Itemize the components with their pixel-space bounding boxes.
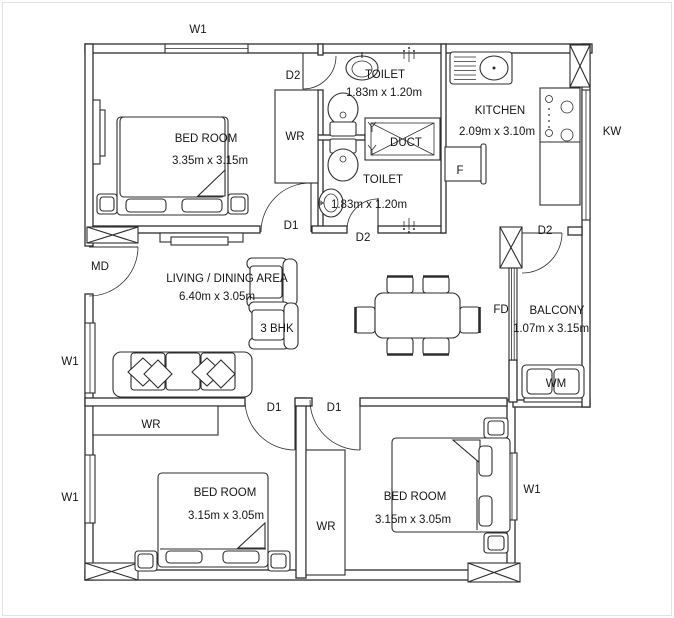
room-dims-bedroom3: 3.15m x 3.05m xyxy=(375,514,451,526)
fridge-label: F xyxy=(456,165,463,177)
washbasin-icon xyxy=(317,188,344,218)
door-d1-bedroom3 xyxy=(309,399,361,451)
door-d2-toilet1 xyxy=(302,53,337,90)
fridge-icon xyxy=(444,143,487,185)
wardrobe-box xyxy=(92,405,219,436)
wardrobe-label: WR xyxy=(285,131,304,143)
dining-set xyxy=(354,275,481,356)
washbasin-icon xyxy=(345,52,379,81)
room-dims-balcony: 1.07m x 3.15m xyxy=(513,323,589,335)
dining-chair xyxy=(354,306,376,334)
room-name-duct: DUCT xyxy=(390,137,422,149)
dining-chair xyxy=(386,337,414,356)
armchair-icon xyxy=(248,301,299,350)
balcony-fixtures xyxy=(521,364,585,403)
room-name-bedroom3: BED ROOM xyxy=(384,491,447,503)
window-label: W1 xyxy=(61,492,78,504)
interior-walls xyxy=(84,43,518,579)
dining-table-icon xyxy=(374,292,461,339)
room-name-living: LIVING / DINING AREA xyxy=(166,273,288,285)
living-furniture xyxy=(112,232,299,398)
room-name-bedroom1: BED ROOM xyxy=(175,133,238,145)
bedroom1-furniture xyxy=(92,89,319,216)
room-dims-bedroom2: 3.15m x 3.05m xyxy=(188,510,264,522)
bhk-label: 3 BHK xyxy=(260,323,294,335)
folding-door-label: FD xyxy=(493,304,508,316)
nightstand-icon xyxy=(134,550,291,572)
room-name-kitchen: KITCHEN xyxy=(475,105,525,117)
window-w1-top xyxy=(164,43,249,54)
door-label-d1: D1 xyxy=(284,220,299,232)
room-dims-kitchen: 2.09m x 3.10m xyxy=(459,126,535,138)
column-bottom-right xyxy=(467,562,521,583)
dining-chair xyxy=(422,337,450,356)
room-dims-living: 6.40m x 3.05m xyxy=(179,291,255,303)
door-label-d2: D2 xyxy=(538,225,553,237)
kitchen-window-label: KW xyxy=(603,126,622,138)
wardrobe-box xyxy=(274,89,319,184)
dining-chair xyxy=(459,306,481,334)
shower-icon xyxy=(403,47,415,62)
nightstand-icon xyxy=(483,417,509,554)
room-name-bedroom2: BED ROOM xyxy=(194,487,257,499)
window-label: W1 xyxy=(61,356,78,368)
kitchen-sink-icon xyxy=(449,51,513,85)
column-living-left xyxy=(86,226,139,244)
wardrobe-box xyxy=(305,449,346,576)
wardrobe-label: WR xyxy=(316,521,335,533)
window-label: W1 xyxy=(189,24,206,36)
nightstand-icon xyxy=(96,193,249,215)
bedroom3-furniture xyxy=(305,417,511,576)
door-label-d2: D2 xyxy=(356,232,371,244)
washing-machine-icon xyxy=(521,364,585,403)
door-label-d2: D2 xyxy=(286,70,301,82)
dresser-icon xyxy=(92,99,106,165)
sofa-icon xyxy=(112,351,253,398)
door-d2-toilet2 xyxy=(346,198,379,231)
wardrobe-label: WR xyxy=(141,419,160,431)
door-label-d1: D1 xyxy=(267,402,282,414)
tv-unit-icon xyxy=(159,232,244,246)
window-label: W1 xyxy=(523,484,540,496)
wc-icon xyxy=(327,92,359,137)
shower-icon xyxy=(403,218,415,233)
main-door-md xyxy=(88,246,139,297)
column-top-right xyxy=(569,44,591,88)
folding-door-fd xyxy=(508,267,518,361)
dining-chair xyxy=(386,275,414,294)
door-d1-bedroom2 xyxy=(244,399,296,451)
columns xyxy=(84,44,591,583)
labels: W1 BED ROOM 3.35m x 3.15m D2 WR TOILET 1… xyxy=(61,24,621,533)
dining-chair xyxy=(422,275,450,294)
toilet2-fixtures xyxy=(317,138,415,233)
washing-machine-label: WM xyxy=(546,378,566,390)
room-dims-toilet1: 1.83m x 1.20m xyxy=(346,87,422,99)
bedroom2-furniture xyxy=(92,405,291,572)
door-d1-bedroom1 xyxy=(260,182,312,233)
bed-icon xyxy=(391,437,511,533)
window-kw-kitchen xyxy=(581,89,591,221)
doors xyxy=(88,53,563,451)
wc-icon xyxy=(327,138,359,182)
column-balcony-top xyxy=(499,226,523,269)
room-name-toilet1: TOILET xyxy=(365,69,405,81)
window-w1-left-bedroom2 xyxy=(84,454,96,524)
main-door-label: MD xyxy=(91,261,109,273)
stove-counter xyxy=(539,87,581,206)
room-dims-bedroom1: 3.35m x 3.15m xyxy=(172,155,248,167)
room-name-toilet2: TOILET xyxy=(363,174,403,186)
door-d2-balcony xyxy=(521,232,563,274)
bed-icon xyxy=(157,472,269,568)
column-bottom-left xyxy=(84,562,139,581)
room-name-balcony: BALCONY xyxy=(530,305,585,317)
bed-icon xyxy=(116,116,229,216)
kitchen-fixtures xyxy=(444,51,581,206)
window-w1-left-living xyxy=(84,322,96,394)
door-label-d1: D1 xyxy=(327,402,342,414)
duct-shaft xyxy=(364,117,441,161)
toilet1-fixtures xyxy=(327,47,415,137)
windows xyxy=(84,43,591,524)
room-dims-toilet2: 1.83m x 1.20m xyxy=(331,199,407,211)
